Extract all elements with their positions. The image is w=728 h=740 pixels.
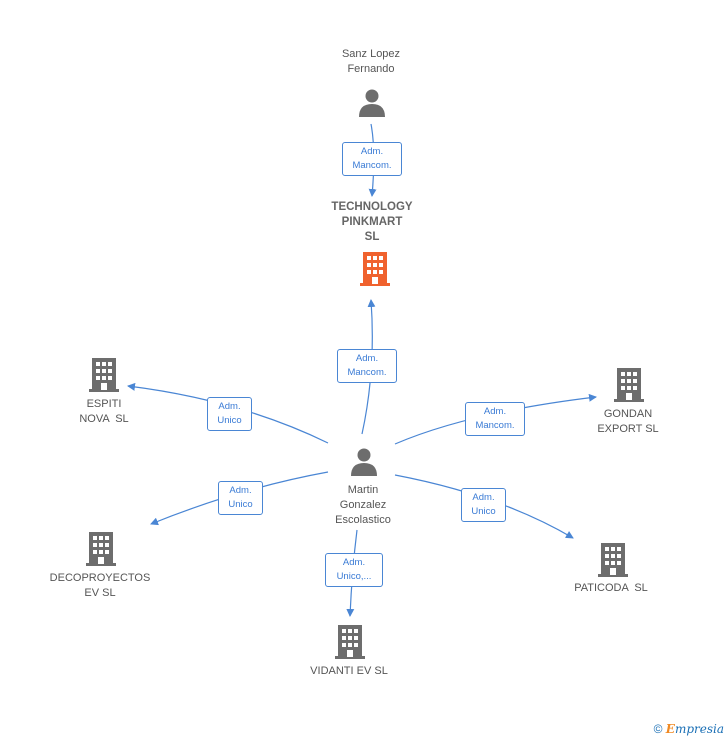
relation-label-martin-gondan[interactable]: Adm. Mancom. bbox=[465, 402, 525, 436]
person-icon[interactable] bbox=[357, 88, 387, 123]
building-icon[interactable] bbox=[86, 532, 116, 571]
relation-label-martin-decoproyectos[interactable]: Adm. Unico bbox=[218, 481, 263, 515]
relation-label-martin-paticoda[interactable]: Adm. Unico bbox=[461, 488, 506, 522]
node-label-sanz-lopez-fernando[interactable]: Sanz Lopez Fernando bbox=[341, 48, 401, 75]
building-icon[interactable] bbox=[598, 543, 628, 582]
node-label-gondan-export-sl[interactable]: GONDAN EXPORT SL bbox=[597, 408, 659, 435]
relation-label-sanz-technology[interactable]: Adm. Mancom. bbox=[342, 142, 402, 176]
node-label-technology-pinkmart-sl[interactable]: TECHNOLOGY PINKMART SL bbox=[331, 201, 413, 243]
building-icon[interactable] bbox=[335, 625, 365, 664]
copyright-icon: © bbox=[653, 722, 663, 736]
node-label-paticoda-sl[interactable]: PATICODA SL bbox=[574, 582, 648, 594]
node-label-martin-gonzalez-escolastico[interactable]: Martin Gonzalez Escolastico bbox=[335, 484, 391, 526]
person-icon[interactable] bbox=[349, 447, 379, 482]
footer-brand[interactable]: © Empresia bbox=[654, 722, 724, 736]
relation-label-martin-espiti[interactable]: Adm. Unico bbox=[207, 397, 252, 431]
building-main-icon[interactable] bbox=[360, 252, 390, 291]
brand-logo: Empresia bbox=[665, 722, 724, 736]
relation-label-martin-vidanti[interactable]: Adm. Unico,... bbox=[325, 553, 383, 587]
building-icon[interactable] bbox=[89, 358, 119, 397]
node-label-vidanti-ev-sl[interactable]: VIDANTI EV SL bbox=[310, 665, 388, 677]
relation-label-martin-technology[interactable]: Adm. Mancom. bbox=[337, 349, 397, 383]
node-label-decoproyectos-ev-sl[interactable]: DECOPROYECTOS EV SL bbox=[49, 572, 151, 599]
node-label-espiti-nova-sl[interactable]: ESPITI NOVA SL bbox=[79, 398, 129, 425]
building-icon[interactable] bbox=[614, 368, 644, 407]
